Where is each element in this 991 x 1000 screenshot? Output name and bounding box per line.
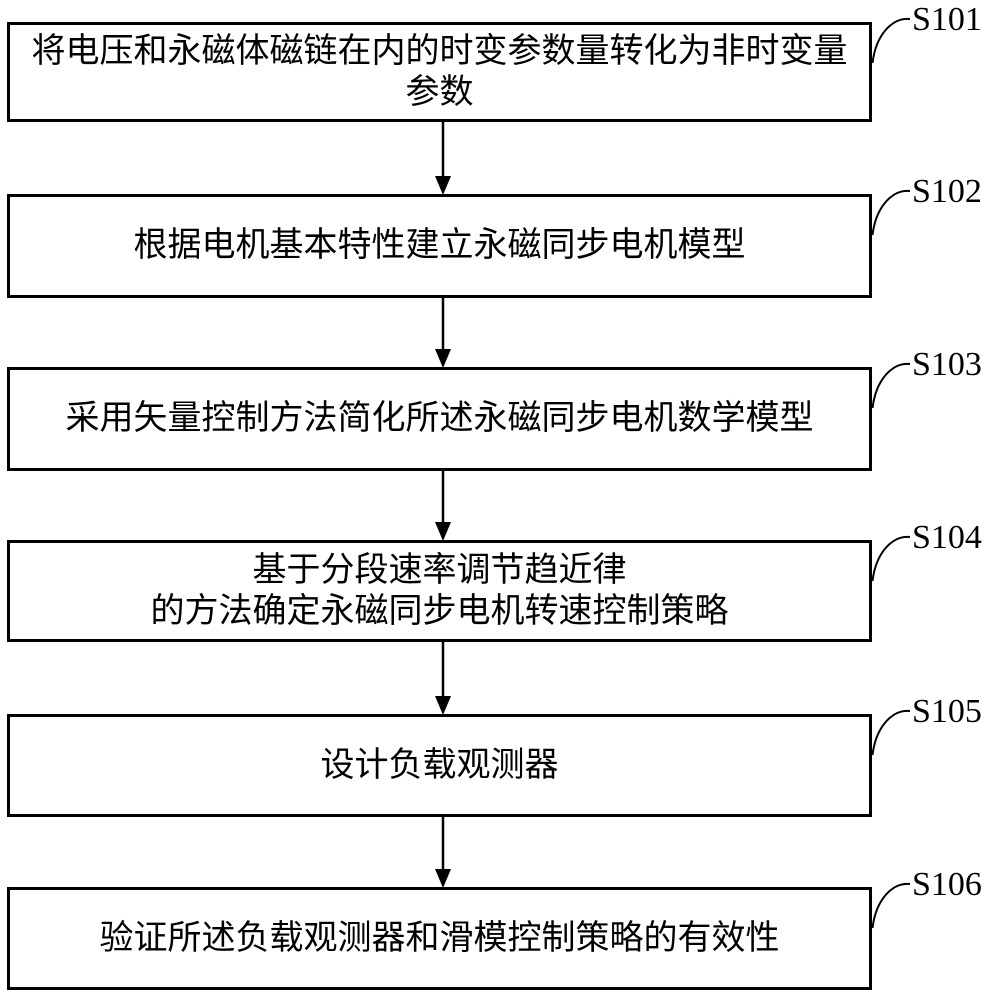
step-text-line: 参数 (406, 72, 474, 113)
step-text-line: 验证所述负载观测器和滑模控制策略的有效性 (100, 918, 780, 959)
flow-arrow-5 (435, 817, 451, 888)
step-box-s104: 基于分段速率调节趋近律 的方法确定永磁同步电机转速控制策略 (7, 540, 872, 642)
step-text-line: 设计负载观测器 (321, 745, 559, 786)
flow-arrow-3 (435, 471, 451, 541)
step-text-line: 采用矢量控制方法简化所述永磁同步电机数学模型 (66, 398, 814, 439)
step-label-s104: S104 (912, 521, 982, 555)
step-box-s105: 设计负载观测器 (7, 714, 872, 817)
flow-arrow-2 (435, 298, 451, 368)
arrow-down-icon (435, 349, 451, 368)
leader-line-s106 (873, 884, 911, 928)
step-box-s102: 根据电机基本特性建立永磁同步电机模型 (7, 194, 872, 298)
arrow-down-icon (435, 176, 451, 195)
step-box-s103: 采用矢量控制方法简化所述永磁同步电机数学模型 (7, 367, 872, 471)
step-label-s101: S101 (912, 3, 982, 37)
leader-line-s102 (873, 191, 911, 235)
leader-line-s105 (873, 711, 911, 755)
step-text-line: 根据电机基本特性建立永磁同步电机模型 (134, 225, 746, 266)
leader-line-s104 (873, 537, 911, 581)
step-text-line: 将电压和永磁体磁链在内的时变参数量转化为非时变量 (32, 31, 848, 72)
step-label-s102: S102 (912, 175, 982, 209)
flow-arrow-1 (435, 122, 451, 195)
leader-line-s101 (873, 19, 911, 63)
arrow-down-icon (435, 522, 451, 541)
step-box-s106: 验证所述负载观测器和滑模控制策略的有效性 (7, 887, 872, 990)
arrow-down-icon (435, 869, 451, 888)
step-box-s101: 将电压和永磁体磁链在内的时变参数量转化为非时变量 参数 (7, 22, 872, 122)
step-label-s103: S103 (912, 348, 982, 382)
step-label-s105: S105 (912, 695, 982, 729)
step-text-line: 的方法确定永磁同步电机转速控制策略 (151, 591, 729, 632)
step-text-line: 基于分段速率调节趋近律 (253, 550, 627, 591)
flow-arrow-4 (435, 642, 451, 715)
arrow-down-icon (435, 696, 451, 715)
leader-line-s103 (873, 364, 911, 408)
step-label-s106: S106 (912, 868, 982, 902)
